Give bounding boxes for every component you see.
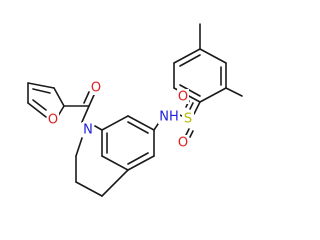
atom-n-amide-label: N (83, 123, 93, 138)
atom-o-furan: O (47, 112, 59, 128)
atom-o-carbonyl-label: O (91, 81, 101, 96)
atom-n-amide: N (82, 122, 94, 138)
atom-o-carbonyl: O (90, 80, 102, 96)
methyl-groups (199, 23, 243, 97)
atom-o-sulfonyl-top-label: O (178, 90, 188, 105)
atom-o-furan-label: O (48, 113, 58, 128)
atom-nh-label: NH (159, 110, 179, 125)
atom-o-sulfonyl-top: O (177, 89, 189, 105)
structure-canvas: N O O NH S O O (27, 23, 243, 197)
atom-o-sulfonyl-bottom-label: O (178, 136, 188, 151)
molecule-drawing: N O O NH S O O (27, 23, 243, 197)
atom-o-sulfonyl-bottom: O (177, 135, 189, 151)
tetrahydroquinoline-ring (75, 115, 155, 197)
atom-s-label: S (184, 112, 192, 127)
atom-s: S (182, 111, 194, 127)
atom-nh: NH (158, 109, 180, 125)
furoyl-group (27, 82, 95, 123)
